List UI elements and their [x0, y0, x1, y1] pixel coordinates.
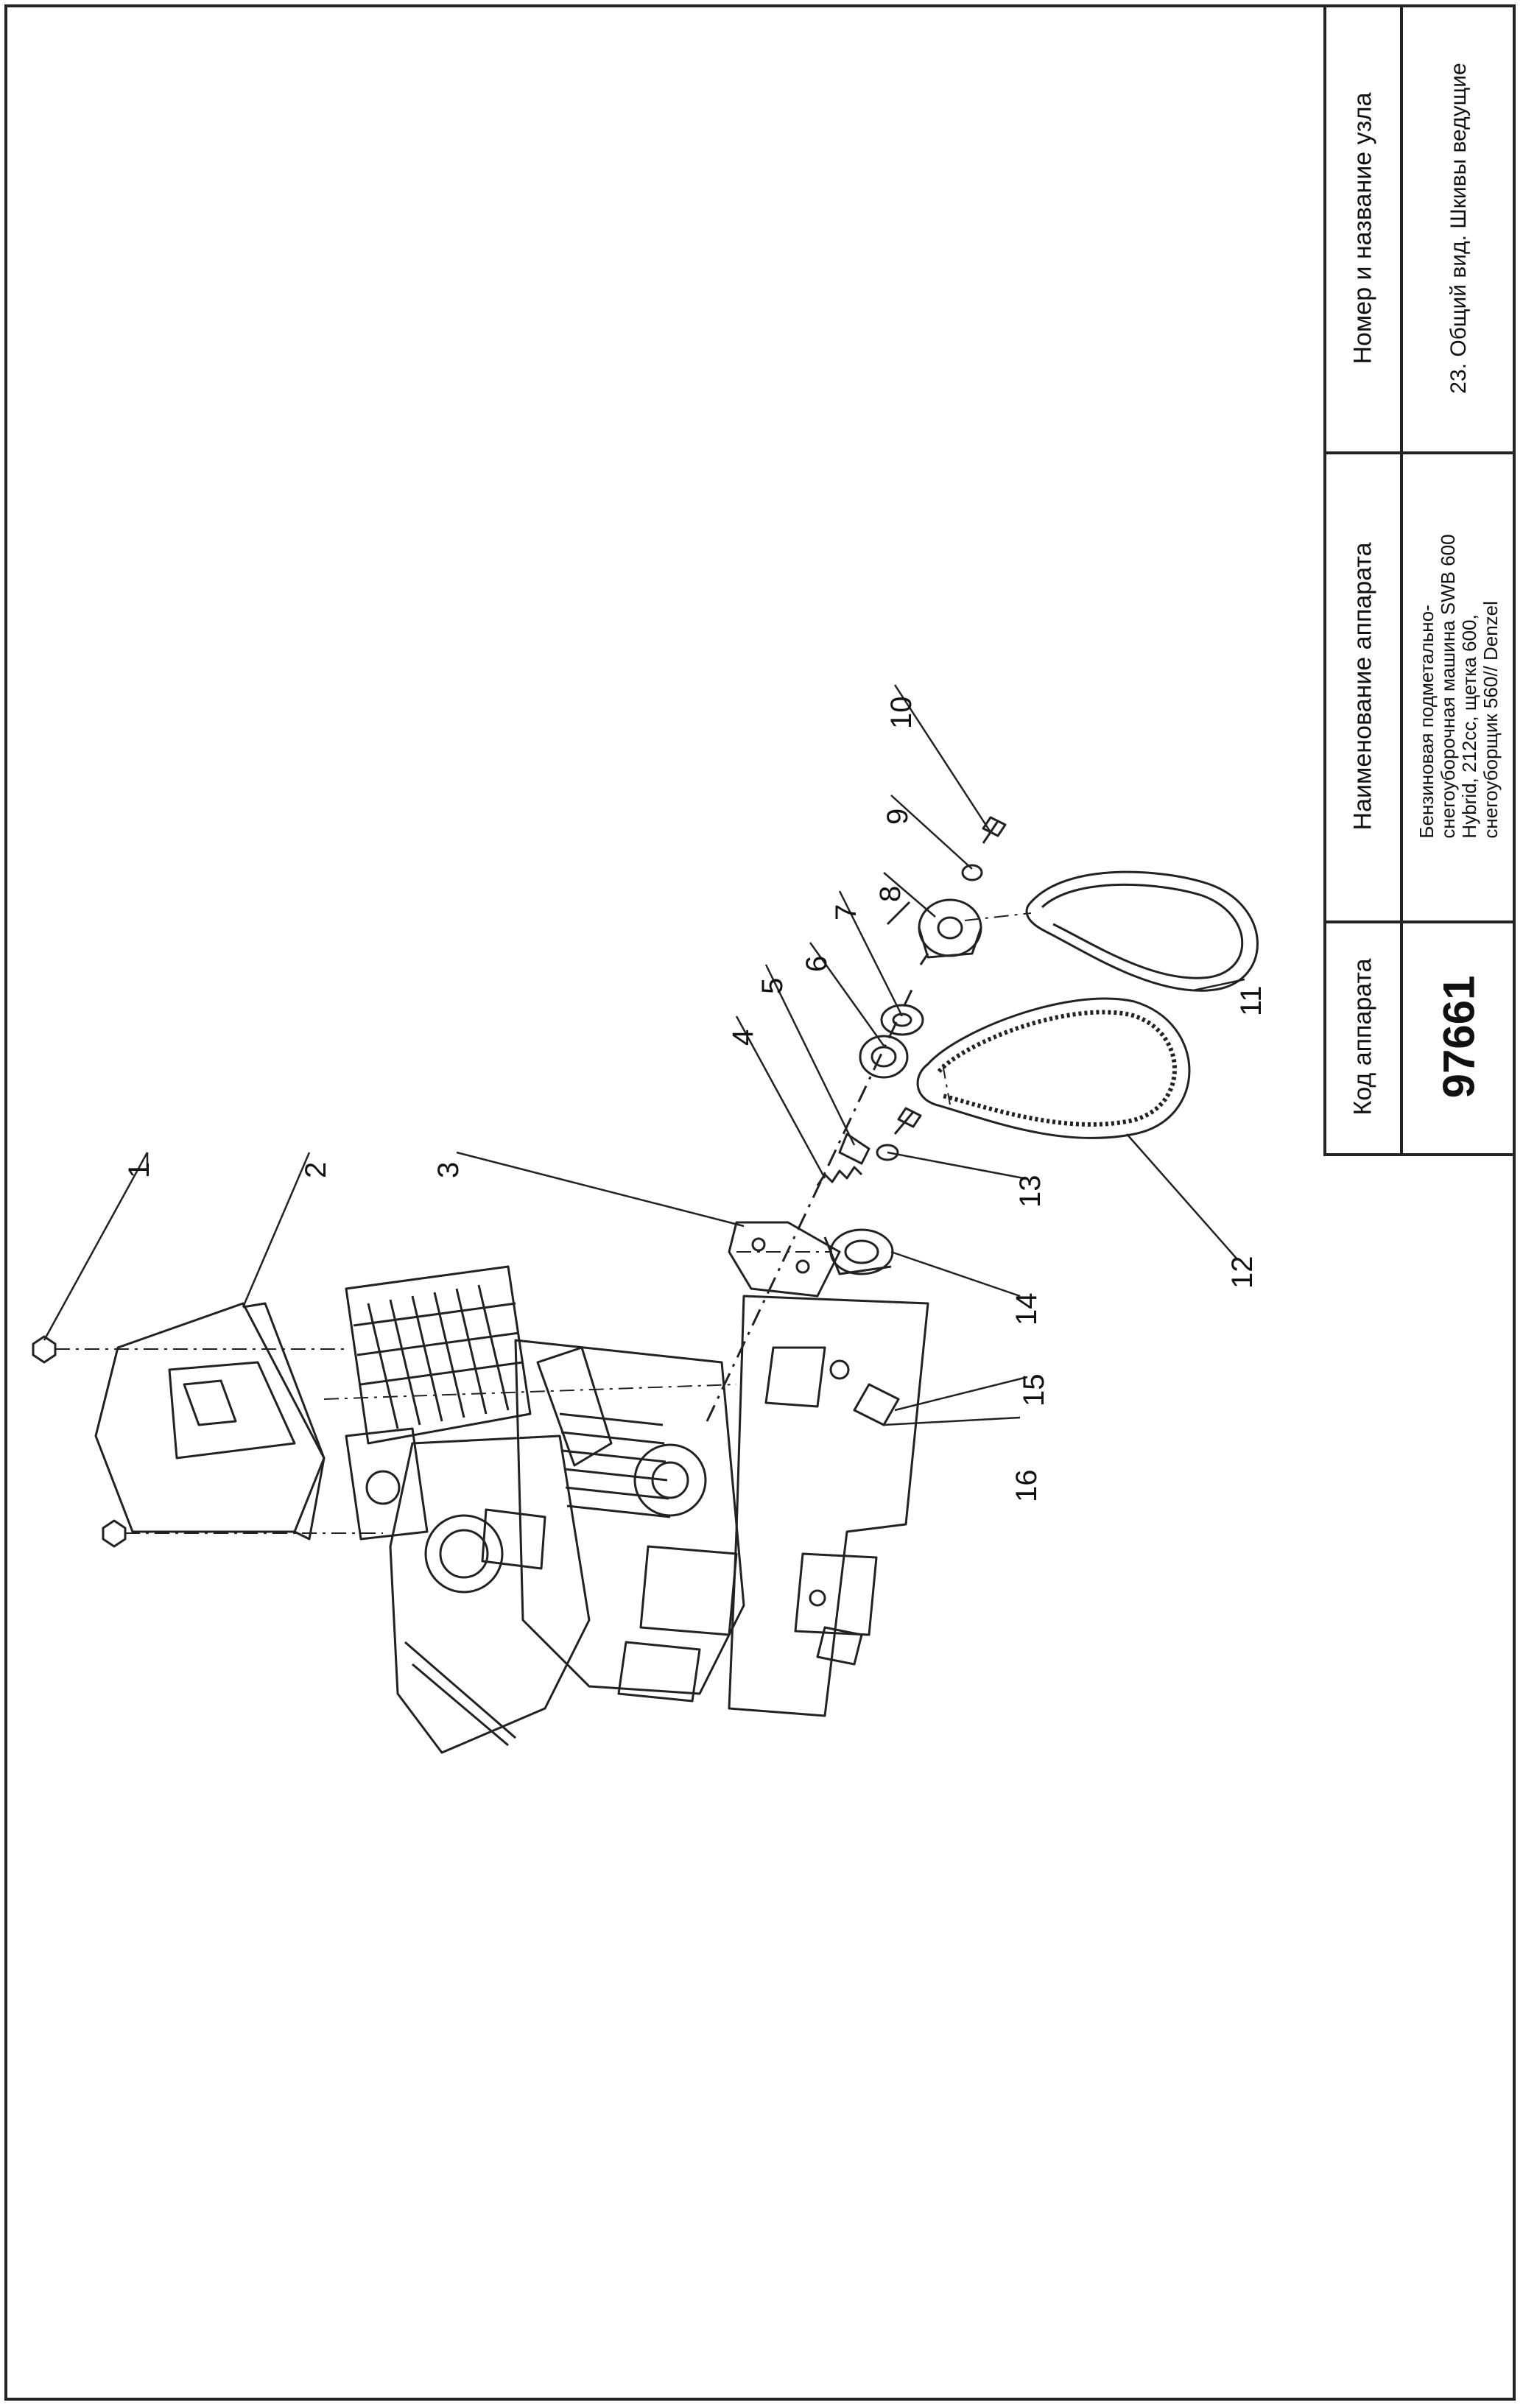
name-header: Наименование аппарата — [1348, 542, 1377, 831]
bolt-part — [886, 901, 929, 965]
washer-part — [876, 1144, 899, 1161]
callout-1: 1 — [123, 1162, 155, 1178]
nut-part — [102, 1519, 127, 1548]
toothed-belt-part — [916, 997, 1191, 1139]
title-block-row-divider — [1326, 451, 1516, 454]
bracket-part — [728, 1221, 841, 1298]
idler-pulley-part — [823, 1228, 894, 1275]
callout-16: 16 — [1010, 1470, 1043, 1503]
title-block: Код аппарата 97661 Наименование аппарата… — [1323, 4, 1516, 1156]
callout-13: 13 — [1014, 1175, 1047, 1208]
callout-11: 11 — [1235, 985, 1267, 1016]
spring-part — [816, 1166, 863, 1186]
fuel-tank-part — [389, 1434, 591, 1754]
code-value: 97661 — [1434, 975, 1484, 1099]
callout-5: 5 — [756, 978, 789, 994]
engine-part — [514, 1339, 745, 1703]
callout-15: 15 — [1018, 1374, 1050, 1407]
node-value: 23. Общий вид. Шкивы ведущие — [1446, 63, 1471, 394]
bolt-part — [982, 816, 1007, 844]
nut-part — [32, 1335, 57, 1364]
drawing-sheet-border — [4, 4, 1516, 2401]
pin-part — [853, 1383, 900, 1426]
mounting-plate-part — [728, 1295, 929, 1717]
callout-12: 12 — [1226, 1256, 1259, 1289]
callout-9: 9 — [882, 809, 914, 825]
callout-10: 10 — [885, 697, 918, 730]
callout-2: 2 — [300, 1162, 332, 1178]
name-value: Бензиновая подметально- снегоуборочная м… — [1415, 534, 1502, 839]
title-block-row-divider — [1326, 920, 1516, 923]
callout-4: 4 — [727, 1029, 759, 1046]
title-block-column-divider — [1400, 4, 1403, 1153]
bolt-part — [893, 1107, 922, 1135]
callout-7: 7 — [830, 904, 862, 920]
air-filter-part — [345, 1265, 532, 1541]
pulley-part — [918, 898, 982, 959]
code-header: Код аппарата — [1348, 958, 1377, 1116]
top-cover-part — [94, 1302, 326, 1541]
callout-3: 3 — [432, 1162, 465, 1178]
callout-6: 6 — [801, 956, 833, 972]
callout-14: 14 — [1010, 1293, 1043, 1326]
v-belt-part — [1025, 870, 1259, 992]
callout-8: 8 — [874, 886, 907, 902]
washer-part — [961, 864, 983, 881]
drive-pulley-part — [859, 1004, 924, 1079]
node-header: Номер и название узла — [1348, 92, 1377, 365]
